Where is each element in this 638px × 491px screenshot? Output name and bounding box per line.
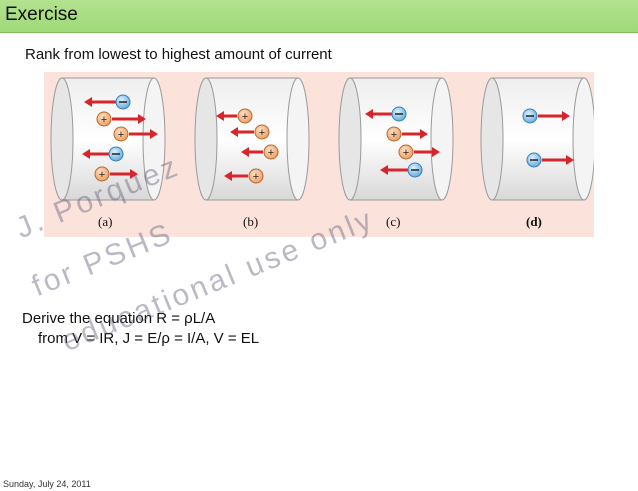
svg-text:+: +: [99, 169, 105, 181]
figure-label-b: (b): [243, 214, 259, 229]
svg-text:+: +: [101, 114, 107, 126]
svg-text:+: +: [268, 147, 274, 159]
derive-instructions: Derive the equation R = ρL/A from V = IR…: [22, 309, 259, 349]
cylinder-a: [50, 77, 166, 201]
cylinder-d: [480, 77, 596, 201]
svg-text:+: +: [259, 127, 265, 139]
svg-text:+: +: [253, 171, 259, 183]
figure-label-c: (c): [386, 214, 401, 229]
current-figure-panel: + + + + + + + + +: [44, 72, 596, 237]
charges-a: + + +: [82, 94, 158, 182]
cylinder-c: [338, 77, 454, 201]
slide-date: Sunday, July 24, 2011: [3, 479, 91, 489]
current-figure: + + + + + + + + +: [50, 77, 596, 201]
svg-text:+: +: [391, 129, 397, 141]
slide-title: Exercise: [5, 4, 78, 25]
charges-d: [522, 108, 574, 168]
svg-text:+: +: [403, 147, 409, 159]
charges-c: + +: [365, 106, 440, 178]
charges-b: + + + +: [216, 108, 279, 184]
svg-text:+: +: [242, 111, 248, 123]
derive-line-2: from V = IR, J = E/ρ = I/A, V = EL: [38, 330, 260, 347]
exercise-prompt: Rank from lowest to highest amount of cu…: [25, 46, 332, 63]
svg-text:+: +: [118, 129, 124, 141]
title-bar: Exercise: [0, 0, 638, 33]
figure-label-a: (a): [98, 214, 113, 229]
figure-label-d: (d): [526, 214, 542, 229]
derive-line-1: Derive the equation R = ρL/A: [22, 310, 216, 327]
